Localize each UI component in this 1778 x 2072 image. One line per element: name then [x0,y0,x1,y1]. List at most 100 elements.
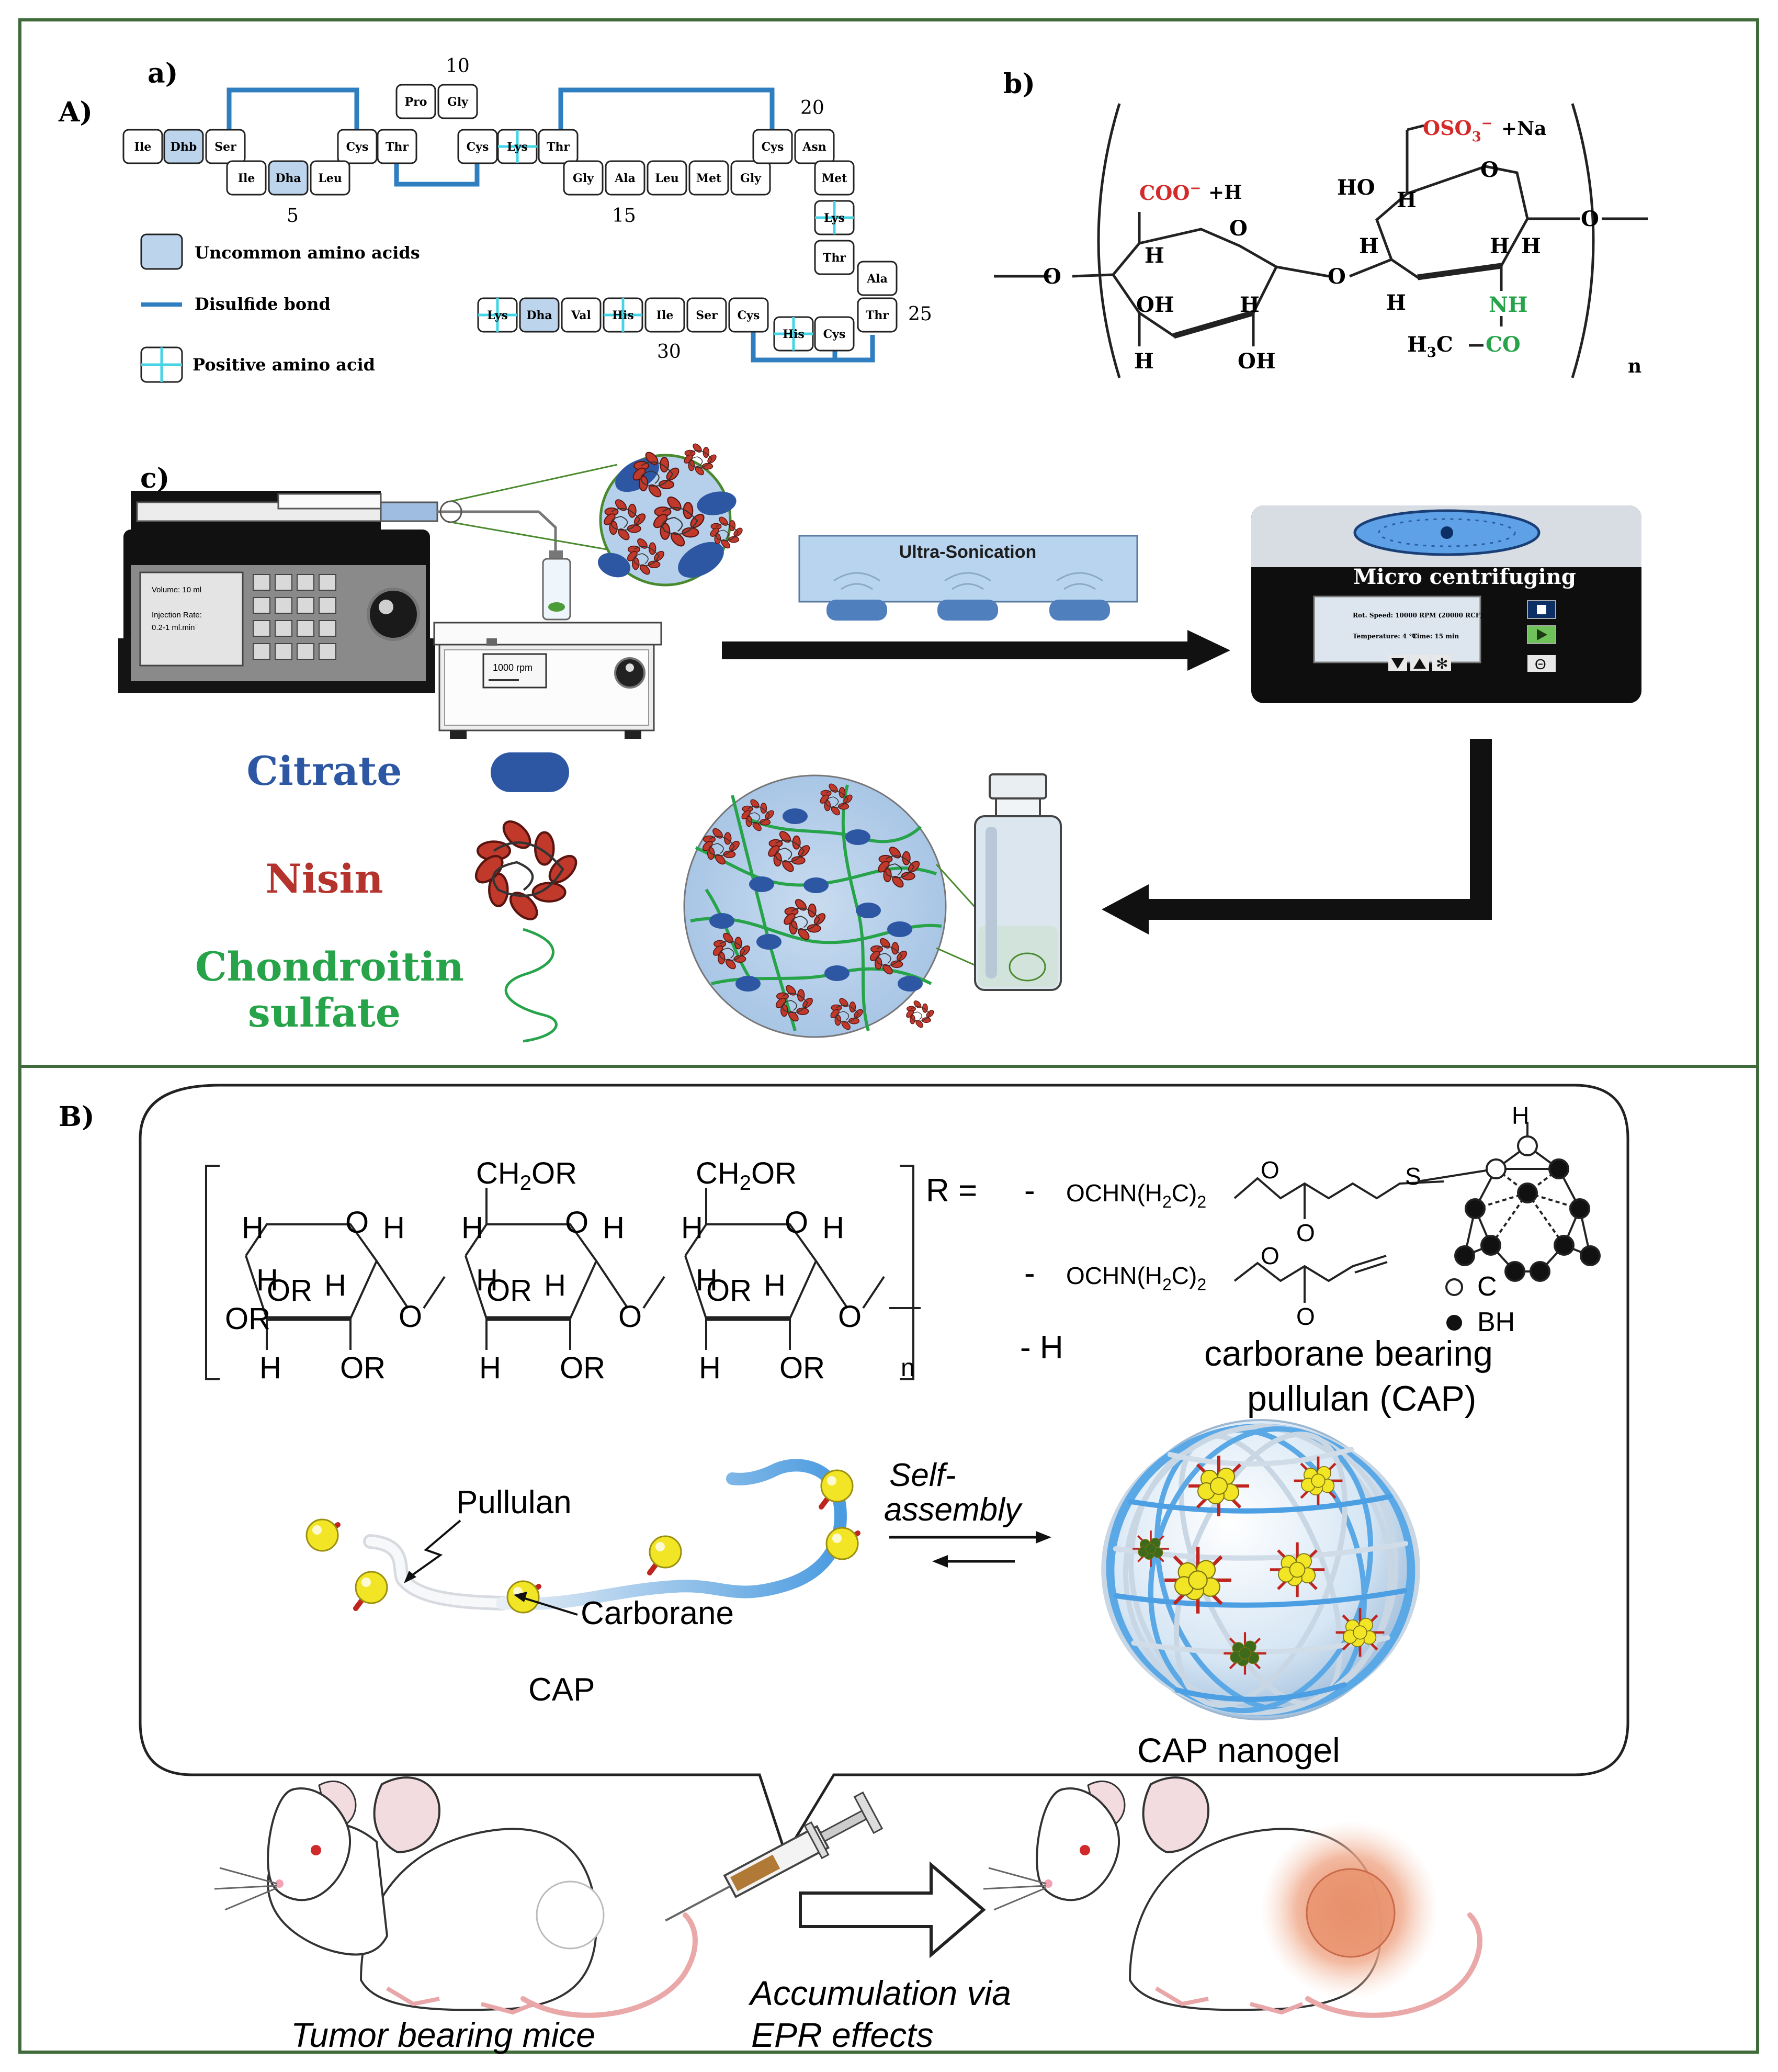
citrate-node [749,876,774,892]
residue-ile [644,297,685,333]
nisin-molecule [653,496,705,547]
sonicator-foot-2 [937,600,998,621]
residue-dhb [163,129,204,164]
centrifuge-screen [1313,595,1481,663]
accumulation-arrow [799,1861,986,1958]
syringe-tube [538,511,557,555]
residue-leu [310,160,350,196]
residue-label: Lys [507,140,528,154]
lid-icon: Θ [1535,656,1546,672]
legend-uncommon-label: Uncommon amino acids [195,243,420,263]
chondroitin-structure: O COO− +H H O OH H H OH O OSO3− +Na O HO… [994,103,1648,378]
keypad-key[interactable] [297,574,314,591]
bh-atom [1580,1245,1601,1266]
mouse-left-paw-2 [480,2002,535,2015]
keypad-key[interactable] [297,597,314,614]
pump-keypad[interactable] [253,574,336,660]
citrate-node [783,808,808,824]
keypad-key[interactable] [253,597,270,614]
residue-label: Ala [866,272,888,286]
nisin-molecule [878,847,920,888]
nanogel-process: Volume: 10 ml Injection Rate: 0.2-1 ml.m… [118,443,1641,1043]
nisin-cs-nanogel [683,774,947,1038]
atom-label: OR [706,1274,752,1308]
keypad-key[interactable] [253,643,270,660]
r1-chain [1233,1177,1444,1200]
atom-label: O [399,1300,422,1334]
atom-label: H [242,1211,264,1245]
keypad-key[interactable] [319,620,336,637]
residue-label: Ile [656,309,674,322]
ch2or-group: CH2OR [476,1156,577,1195]
centrifuge-open-button[interactable] [1527,655,1556,672]
keypad-key[interactable] [297,643,314,660]
carborane-cluster [1164,1547,1231,1614]
sub-c-label: c) [140,463,169,494]
pump-knob[interactable] [367,588,420,641]
residue-cys [457,129,498,164]
residue-label: Dhb [171,140,197,154]
cap-gel-clusters [1133,1456,1385,1675]
keypad-key[interactable] [275,574,292,591]
residue-label: Val [571,309,591,322]
keypad-key[interactable] [275,620,292,637]
nisin-molecule [604,499,646,540]
atom-label: OR [779,1351,825,1385]
magnetic-stirrer: 1000 rpm [433,622,662,739]
residue-label: Gly [447,95,469,109]
atom-label: H [699,1351,721,1385]
zoom-nisin-cluster [604,443,743,575]
citrate-node [845,829,870,845]
accum-label-2: EPR effects [751,2015,933,2054]
bh-atom [1569,1198,1590,1219]
keypad-key[interactable] [253,574,270,591]
r1-carbonyl-o: O [1296,1219,1315,1246]
keypad-key[interactable] [275,643,292,660]
zoom-citrate-2 [697,491,737,515]
zoom-nisin-citrate [598,443,743,587]
carborane-cluster [1270,1542,1325,1597]
nisin-molecule [684,443,717,476]
atom-label: H [479,1351,501,1385]
residue-label: Dha [275,172,301,185]
r2-carbonyl-o: O [1296,1303,1315,1330]
residue-leu [647,160,687,196]
oso3-group: OSO3− [1423,116,1493,145]
reverse-arrow-head [932,1555,948,1568]
residue-label: Cys [738,309,760,322]
residue-ile [226,160,267,196]
centrifuge-cool-button[interactable] [1432,655,1451,671]
carborane-pointer-head [514,1592,527,1602]
residue-met [814,160,855,196]
nisin-molecule [712,932,750,970]
panel-a-label: A) [58,96,93,128]
ring1-h-top: H [1145,243,1164,268]
repeat-n: n [1628,355,1641,377]
atom-label: H [681,1211,703,1245]
keypad-key[interactable] [319,597,336,614]
legend-nisin-label: Nisin [265,855,383,902]
keypad-key[interactable] [275,597,292,614]
atom-label: H [822,1211,844,1245]
keypad-key[interactable] [297,620,314,637]
atom-o-mid: O [1328,264,1346,289]
carborane-pointer [519,1596,578,1616]
residue-ser [686,297,727,333]
ring2-o: O [1480,157,1499,182]
bracket-right [1571,103,1595,378]
residue-ile [122,129,163,164]
ring-1-bold [1173,310,1254,339]
stirrer-knob[interactable] [614,657,645,689]
keypad-key[interactable] [253,620,270,637]
keypad-key[interactable] [319,643,336,660]
nisin-molecule [820,783,853,816]
process-arrows [722,630,1492,934]
pump-rate-value: 0.2-1 ml.min− [152,622,198,632]
residue-met [688,160,729,196]
legend-disulfide-label: Disulfide bond [195,294,331,314]
pullulan-label: Pullulan [456,1484,572,1521]
keypad-key[interactable] [319,574,336,591]
citrate-node [856,903,881,918]
atom-label: OR [267,1274,312,1308]
